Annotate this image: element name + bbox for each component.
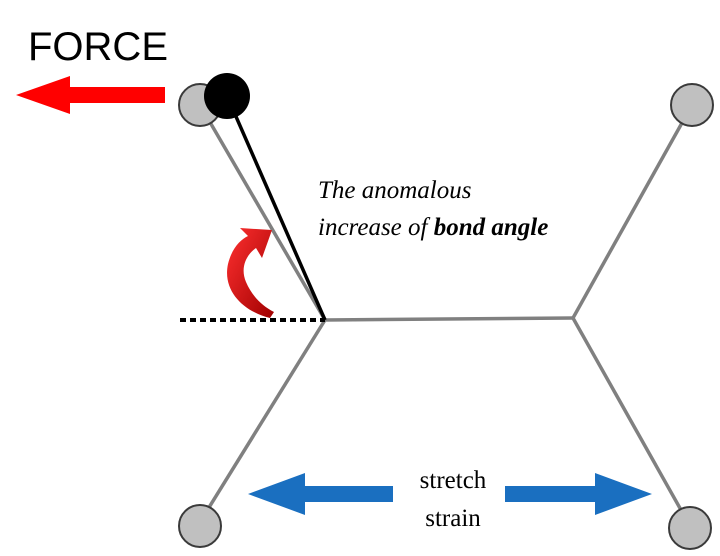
atom-upper-right: [670, 83, 714, 127]
strain-label-line-2: strain: [425, 505, 481, 532]
displaced-atom: [204, 73, 250, 119]
atoms: [178, 83, 714, 550]
atom-lower-right: [668, 506, 712, 550]
annotation-line-1: The anomalous: [318, 177, 471, 204]
annotation-prefix: increase of: [318, 214, 434, 241]
bond-lower-right: [571, 317, 692, 527]
annotation-bold: bond angle: [434, 214, 549, 241]
bond-upper-left: [198, 104, 327, 321]
rotation-arrow: [227, 228, 274, 318]
strain-arrow-left: [248, 473, 393, 515]
displaced-bond: [225, 95, 327, 321]
annotation-line-2: increase of bond angle: [318, 214, 548, 241]
bond-upper-right: [571, 104, 694, 319]
bond-lower-left: [198, 319, 327, 523]
atom-lower-left: [178, 504, 222, 548]
bond-network: [198, 104, 694, 527]
strain-label-line-1: stretch: [420, 467, 487, 494]
strain-arrow-right: [505, 473, 652, 515]
force-label: FORCE: [28, 25, 168, 69]
force-arrow: [16, 76, 165, 114]
bond-center: [324, 316, 574, 322]
